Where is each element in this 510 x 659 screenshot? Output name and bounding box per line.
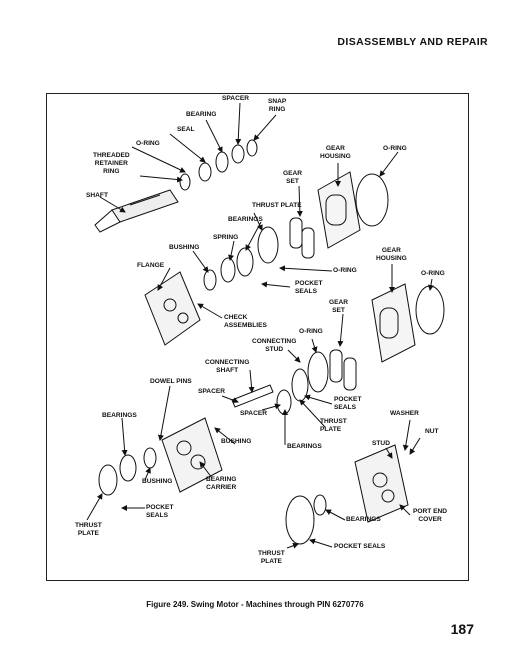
label-spacer-top: SPACER [222,95,249,102]
label-thrust-plate-left: THRUST PLATE [75,522,102,537]
label-pocket-seals-bottom: POCKET SEALS [334,543,386,550]
spring-part [220,257,236,283]
label-gear-housing-top: GEAR HOUSING [320,145,351,160]
label-thrust-plate-mid: THRUST PLATE [320,418,347,433]
label-spacer-mid: SPACER [198,388,225,395]
seal-part [215,151,229,173]
label-bearing-carrier: BEARING CARRIER [206,476,237,491]
label-flange: FLANGE [137,262,165,269]
bushing-top-part [203,269,217,291]
label-nut: NUT [425,428,439,435]
label-gear-set-top: GEAR SET [283,170,303,185]
gear-set-mid-part [329,349,357,391]
label-pocket-seals-top: POCKET SEALS [295,280,323,295]
port-end-cover-part [354,444,409,523]
label-oring-mid: O-RING [333,267,357,274]
label-seal: SEAL [177,126,195,133]
label-spacer-low: SPACER [240,410,267,417]
oring-part [198,162,212,182]
label-snap-ring: SNAP RING [268,98,287,113]
flange-part [144,271,201,346]
label-bushing-mid: BUSHING [221,438,252,445]
thrust-plate-top-part [257,226,279,264]
gear-set-top-part [289,217,315,259]
figure-frame [46,93,469,581]
label-spring: SPRING [213,234,239,241]
label-dowel-pins: DOWEL PINS [150,378,192,385]
label-washer: WASHER [390,410,419,417]
label-check-assemblies: CHECK ASSEMBLIES [224,314,267,329]
gear-housing-top-part [317,171,361,249]
label-oring-top: O-RING [136,140,160,147]
spacer-low-part [276,389,292,415]
gear-housing-right-part [371,283,416,363]
label-connecting-shaft: CONNECTING SHAFT [205,359,250,374]
bearings-left-part [119,454,137,482]
label-bearings-top: BEARINGS [228,216,263,223]
figure-caption: Figure 249. Swing Motor - Machines throu… [146,600,364,609]
thrust-plate-left-part [98,464,118,496]
label-oring-center: O-RING [299,328,323,335]
bushing-low-part [143,447,157,469]
label-oring-right: O-RING [421,270,445,277]
thrust-plate-bottom-part [285,495,315,545]
label-bearings-mid: BEARINGS [287,443,322,450]
connecting-shaft-part [231,384,274,408]
label-pocket-seals-low: POCKET SEALS [146,504,174,519]
label-bearings-left: BEARINGS [102,412,137,419]
oring-center-part [307,351,329,393]
label-bushing-top: BUSHING [169,244,200,251]
label-stud: STUD [372,440,390,447]
label-pocket-seals-mid: POCKET SEALS [334,396,362,411]
snap-ring-part [246,139,258,157]
shaft-part [94,189,179,233]
label-shaft: SHAFT [86,192,108,199]
retainer-ring-part [179,173,191,191]
oring-right-part [415,285,445,335]
label-oring-top-right: O-RING [383,145,407,152]
label-thrust-plate-top: THRUST PLATE [252,202,302,209]
label-bearings-low: BEARINGS [346,516,381,523]
label-thrust-plate-bottom: THRUST PLATE [258,550,285,565]
bearings-low-part [313,494,327,516]
label-port-end-cover: PORT END COVER [413,508,448,523]
label-bushing-low: BUSHING [142,478,173,485]
label-bearing-top: BEARING [186,111,217,118]
section-header: DISASSEMBLY AND REPAIR [337,36,488,48]
bearings-top-part [236,247,254,277]
oring-top-right-part [355,173,389,227]
leader-lines [86,102,434,549]
label-gear-set-mid: GEAR SET [329,299,349,314]
label-connecting-stud: CONNECTING STUD [252,338,297,353]
bearing-part [231,144,245,164]
bearing-carrier-part [161,417,223,493]
page-number: 187 [450,621,474,637]
label-threaded-retainer-ring: THREADED RETAINER RING [93,152,130,175]
label-gear-housing-right: GEAR HOUSING [376,247,407,262]
